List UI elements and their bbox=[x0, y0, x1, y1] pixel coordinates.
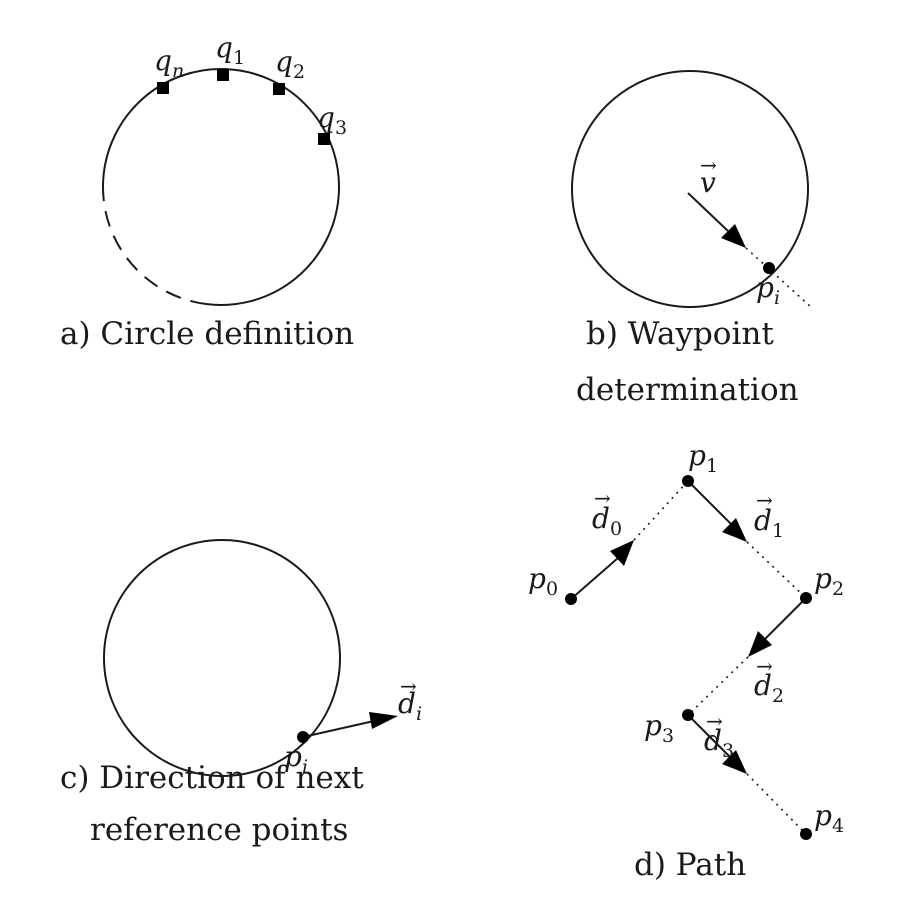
vector-d1-arrow-mark: → bbox=[756, 488, 773, 512]
panel-a: qn q1 q2 q3 a) Circle definition bbox=[60, 31, 354, 352]
caption-c-line2: reference points bbox=[90, 812, 348, 848]
point-p3-dot bbox=[682, 709, 694, 721]
vector-v-shaft bbox=[687, 192, 729, 232]
label-d3: d3 bbox=[704, 724, 734, 762]
label-p1: p1 bbox=[688, 439, 718, 477]
label-p4: p4 bbox=[814, 799, 844, 837]
vector-d0-arrow-mark: → bbox=[594, 486, 611, 510]
caption-b-line1: b) Waypoint bbox=[586, 316, 774, 352]
label-q2: q2 bbox=[275, 45, 305, 83]
point-p1-dot bbox=[682, 475, 694, 487]
point-marker-q3 bbox=[318, 133, 330, 145]
vector-d2-arrowhead bbox=[748, 631, 772, 657]
vector-di-arrowhead bbox=[369, 712, 398, 729]
label-d2: d2 bbox=[754, 669, 784, 707]
label-q1: q1 bbox=[215, 31, 245, 69]
vector-v-arrowhead bbox=[721, 224, 746, 248]
label-q3: q3 bbox=[317, 101, 347, 139]
path-segment-3-4 bbox=[746, 773, 807, 835]
vector-d1-shaft bbox=[687, 480, 733, 526]
label-di: di bbox=[398, 687, 422, 725]
vector-di-arrow-mark: → bbox=[400, 674, 417, 698]
label-d0: d0 bbox=[592, 502, 622, 540]
vector-d3-shaft bbox=[687, 714, 731, 758]
label-pi-c: pi bbox=[284, 740, 308, 778]
vector-d3-arrow-mark: → bbox=[706, 709, 723, 733]
vector-d1-arrowhead bbox=[722, 518, 747, 542]
caption-d: d) Path bbox=[634, 847, 746, 883]
circle-a-dashed-arc bbox=[101, 185, 207, 305]
circle-b bbox=[571, 70, 809, 308]
path-segment-0-1 bbox=[633, 480, 689, 541]
waypoint-pi-dot bbox=[763, 262, 775, 274]
vector-d2-arrow-mark: → bbox=[756, 654, 773, 678]
panel-c: → di pi c) Direction of next reference p… bbox=[60, 539, 422, 848]
point-p0-dot bbox=[565, 593, 577, 605]
point-p4-dot bbox=[800, 828, 812, 840]
circle-c bbox=[103, 539, 341, 777]
label-d1: d1 bbox=[754, 504, 784, 542]
point-p2-dot bbox=[800, 592, 812, 604]
panel-d: p0 p1 p2 p3 p4 → d0 → d1 → d2 → d3 d) Pa… bbox=[528, 439, 844, 883]
label-p2: p2 bbox=[814, 562, 844, 600]
vector-d0-shaft bbox=[570, 557, 619, 600]
point-marker-q2 bbox=[273, 83, 285, 95]
label-pi-b: pi bbox=[756, 271, 780, 309]
label-qn: qn bbox=[154, 44, 184, 82]
caption-b-line2: determination bbox=[576, 372, 799, 408]
label-p0: p0 bbox=[528, 562, 558, 600]
label-p3: p3 bbox=[644, 709, 674, 747]
vector-di-shaft bbox=[302, 720, 375, 738]
vector-d2-shaft bbox=[763, 597, 807, 641]
path-segment-2-3 bbox=[687, 656, 749, 716]
circle-a-solid-arc bbox=[102, 68, 340, 306]
vector-v-arrow-mark: → bbox=[700, 153, 717, 177]
panel-b: → v pi b) Waypoint determination bbox=[571, 70, 813, 408]
path-segment-1-2 bbox=[746, 541, 807, 599]
ray-extension bbox=[745, 247, 813, 309]
vector-d0-arrowhead bbox=[610, 540, 634, 566]
label-v: v bbox=[700, 166, 716, 199]
point-marker-qn bbox=[157, 82, 169, 94]
point-marker-q1 bbox=[217, 69, 229, 81]
caption-c-line1: c) Direction of next bbox=[60, 760, 364, 796]
vector-d3-arrowhead bbox=[722, 750, 747, 774]
point-pi-dot-c bbox=[297, 731, 309, 743]
caption-a: a) Circle definition bbox=[60, 316, 354, 352]
